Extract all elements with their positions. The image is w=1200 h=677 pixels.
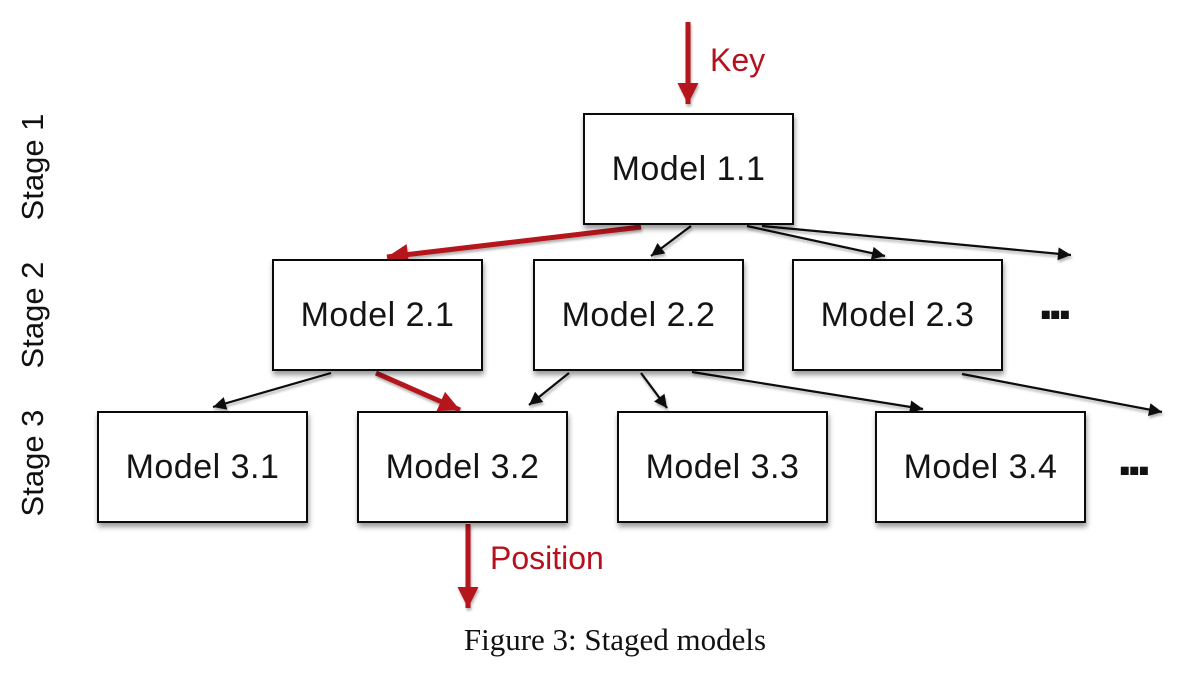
edge-model-1-1-to-model-2-1 xyxy=(386,224,642,265)
node-model-2-2-label: Model 2.2 xyxy=(561,295,716,334)
edge-model-2-2-to-model-3-3 xyxy=(640,372,668,409)
stage-2-ellipsis: ... xyxy=(1038,268,1073,331)
edge-model-2-3-to-more-stage-3 xyxy=(961,372,1163,416)
node-model-3-3: Model 3.3 xyxy=(617,411,828,523)
node-model-3-2-label: Model 3.2 xyxy=(385,447,540,486)
node-model-3-2: Model 3.2 xyxy=(357,411,568,523)
node-model-2-3: Model 2.3 xyxy=(792,259,1003,371)
node-model-2-2: Model 2.2 xyxy=(533,259,744,371)
key-label: Key xyxy=(710,42,766,78)
edge-model-1-1-to-model-2-3 xyxy=(746,224,886,260)
node-model-1-1-label: Model 1.1 xyxy=(611,149,766,188)
stage-3-label: Stage 3 xyxy=(15,409,50,517)
position-label: Position xyxy=(490,540,604,576)
edge-model-1-1-to-model-2-2 xyxy=(650,225,692,257)
node-model-3-3-label: Model 3.3 xyxy=(645,447,800,486)
node-model-2-3-label: Model 2.3 xyxy=(820,295,975,334)
stage-1-label: Stage 1 xyxy=(15,113,50,221)
node-model-3-4: Model 3.4 xyxy=(875,411,1086,523)
node-model-3-4-label: Model 3.4 xyxy=(903,447,1058,486)
edge-model-1-1-to-more-stage-2 xyxy=(761,224,1072,261)
edge-model-2-2-to-model-3-4 xyxy=(691,370,924,414)
stage-2-label: Stage 2 xyxy=(15,261,50,369)
figure-caption: Figure 3: Staged models xyxy=(463,622,767,657)
edge-model-2-1-to-model-3-2 xyxy=(374,370,462,413)
node-model-2-1: Model 2.1 xyxy=(272,259,483,371)
edge-model-2-2-to-model-3-2 xyxy=(528,372,570,406)
node-model-3-1: Model 3.1 xyxy=(97,411,308,523)
edge-model-2-1-to-model-3-1 xyxy=(212,371,332,410)
node-model-1-1: Model 1.1 xyxy=(583,113,794,225)
node-model-3-1-label: Model 3.1 xyxy=(125,447,280,486)
stage-3-ellipsis: ... xyxy=(1117,424,1152,487)
node-model-2-1-label: Model 2.1 xyxy=(300,295,455,334)
